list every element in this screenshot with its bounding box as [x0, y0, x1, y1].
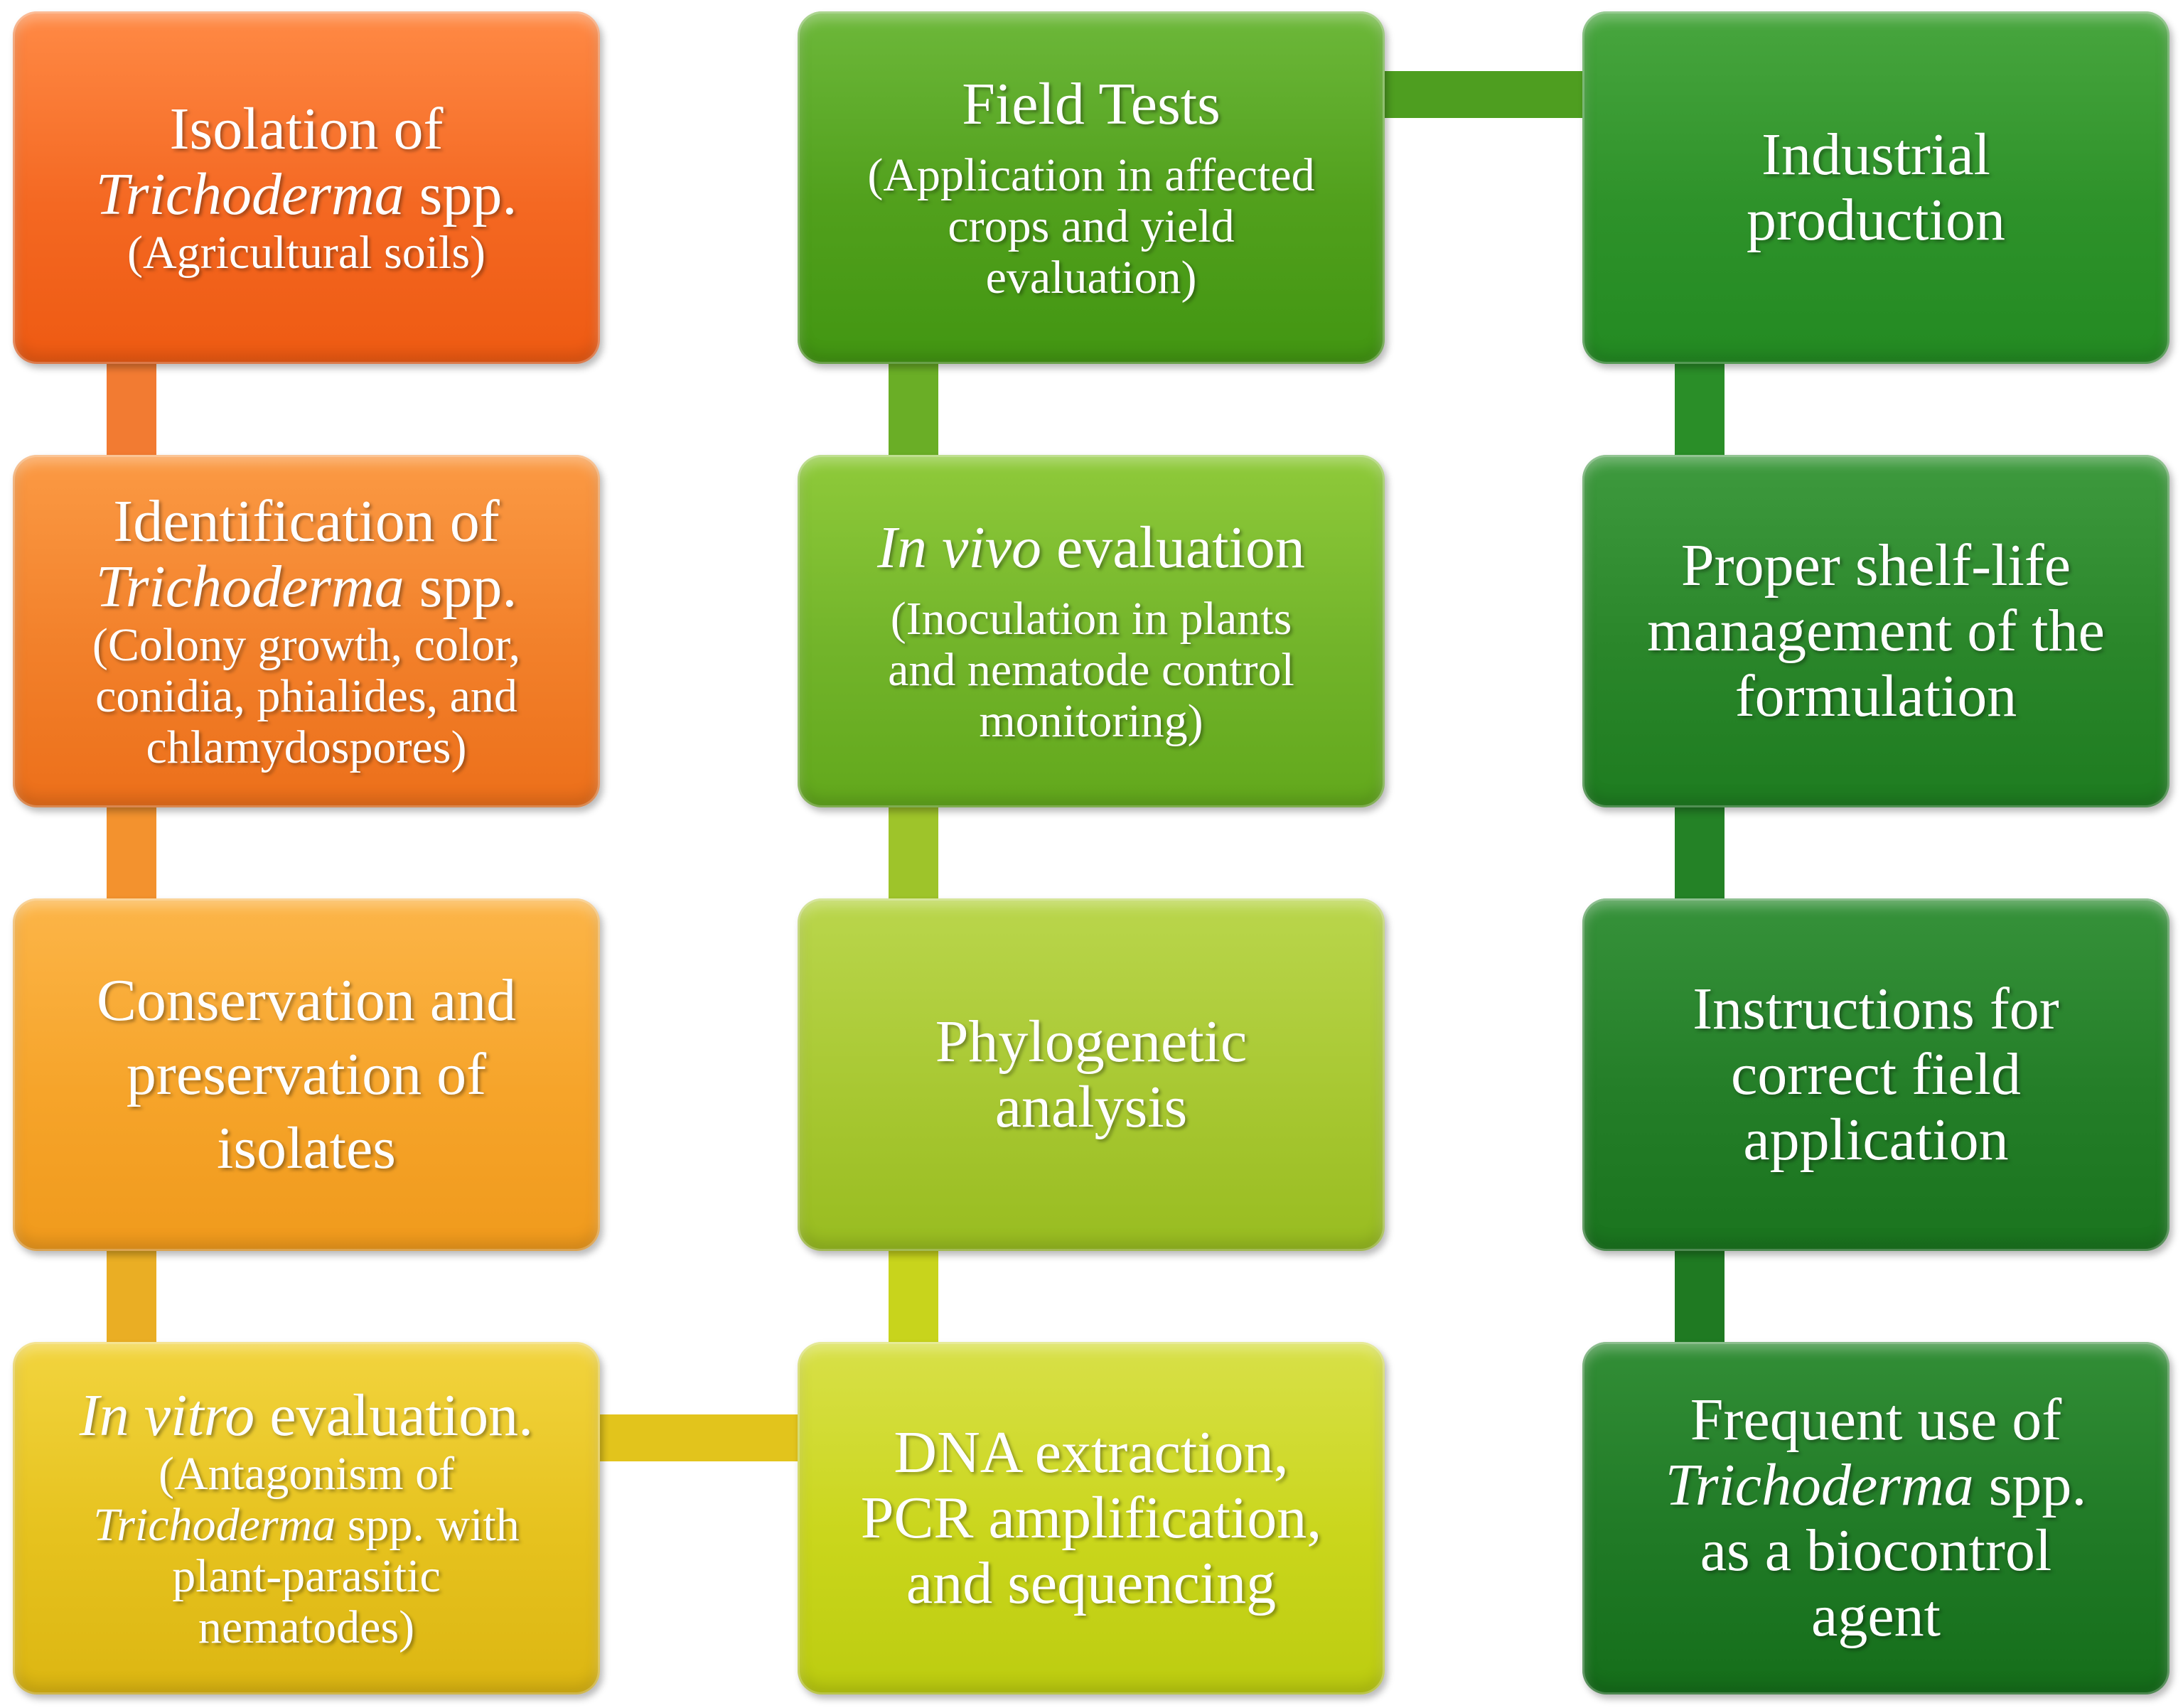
- frequent-use-spp: spp.: [1973, 1452, 2087, 1518]
- in-vivo-sub-line-1: (Inoculation in plants: [890, 593, 1292, 645]
- step-isolation: Isolation of Trichoderma spp. (Agricultu…: [13, 11, 600, 364]
- in-vitro-italic: In vitro: [79, 1382, 255, 1449]
- conservation-line-3: isolates: [217, 1115, 396, 1181]
- in-vitro-sub-line-2: Trichoderma spp. with: [93, 1500, 520, 1551]
- conservation-line-1: Conservation and: [96, 967, 517, 1033]
- connector-invivo-fieldtests: [889, 355, 938, 469]
- connector-instructions-frequentuse: [1675, 1242, 1725, 1356]
- identification-sub-line-1: (Colony growth, color,: [92, 619, 521, 671]
- in-vivo-sub-line-2: and nematode control: [888, 644, 1294, 696]
- in-vivo-sub-line-3: monitoring): [979, 695, 1203, 747]
- in-vitro-sub-line-4: nematodes): [198, 1601, 415, 1653]
- frequent-use-line-1: Frequent use of: [1690, 1387, 2062, 1453]
- in-vitro-sub-line-2-rest: spp. with: [336, 1499, 520, 1551]
- isolation-title-line-1: Isolation of: [169, 96, 444, 162]
- in-vivo-title-rest: evaluation: [1041, 515, 1305, 581]
- in-vitro-title-rest: evaluation.: [254, 1382, 534, 1449]
- isolation-genus: Trichoderma: [95, 161, 404, 227]
- step-dna-extraction: DNA extraction, PCR amplification, and s…: [798, 1342, 1385, 1694]
- identification-title-line-2: Trichoderma spp.: [96, 554, 517, 620]
- instructions-line-2: correct field: [1730, 1041, 2022, 1107]
- dna-line-3: and sequencing: [906, 1550, 1277, 1616]
- connector-isolation-identification: [107, 355, 156, 469]
- step-identification: Identification of Trichoderma spp. (Colo…: [13, 455, 600, 807]
- step-shelf-life: Proper shelf-life management of the form…: [1582, 455, 2169, 807]
- identification-sub-line-2: conidia, phialides, and: [95, 670, 517, 722]
- step-in-vitro: In vitro evaluation. (Antagonism of Tric…: [13, 1342, 600, 1694]
- connector-phylogenetic-invivo: [889, 799, 938, 913]
- in-vivo-title: In vivo evaluation: [877, 515, 1305, 581]
- connector-conservation-invitro: [107, 1242, 156, 1356]
- phylogenetic-line-1: Phylogenetic: [935, 1009, 1248, 1075]
- field-tests-title: Field Tests: [962, 71, 1221, 137]
- connector-industrial-shelflife: [1675, 355, 1725, 469]
- field-tests-sub-line-1: (Application in affected: [867, 149, 1315, 201]
- field-tests-sub-line-3: evaluation): [985, 252, 1197, 304]
- frequent-use-line-2: Trichoderma spp.: [1666, 1453, 2087, 1518]
- instructions-line-1: Instructions for: [1693, 976, 2059, 1042]
- step-industrial-production: Industrial production: [1582, 11, 2169, 364]
- step-frequent-use: Frequent use of Trichoderma spp. as a bi…: [1582, 1342, 2169, 1694]
- identification-title-line-1: Identification of: [113, 488, 500, 554]
- shelf-life-line-2: management of the: [1647, 598, 2105, 664]
- frequent-use-genus: Trichoderma: [1665, 1452, 1974, 1518]
- instructions-line-3: application: [1743, 1107, 2009, 1173]
- connector-shelflife-instructions: [1675, 799, 1725, 913]
- dna-line-1: DNA extraction,: [894, 1419, 1289, 1486]
- isolation-spp: spp.: [404, 161, 517, 227]
- step-field-tests: Field Tests (Application in affected cro…: [798, 11, 1385, 364]
- step-phylogenetic-analysis: Phylogenetic analysis: [798, 898, 1385, 1251]
- phylogenetic-line-2: analysis: [994, 1074, 1188, 1140]
- dna-line-2: PCR amplification,: [860, 1485, 1322, 1551]
- connector-dna-phylogenetic: [889, 1242, 938, 1356]
- identification-genus: Trichoderma: [95, 554, 404, 620]
- in-vitro-sub-line-1: (Antagonism of: [158, 1448, 455, 1500]
- industrial-line-2: production: [1747, 187, 2005, 253]
- isolation-subtitle: (Agricultural soils): [127, 227, 486, 279]
- step-field-instructions: Instructions for correct field applicati…: [1582, 898, 2169, 1251]
- isolation-title-line-2: Trichoderma spp.: [96, 162, 517, 227]
- connector-invitro-dna: [590, 1414, 810, 1461]
- step-in-vivo: In vivo evaluation (Inoculation in plant…: [798, 455, 1385, 807]
- connector-identification-conservation: [107, 799, 156, 913]
- step-conservation: Conservation and preservation of isolate…: [13, 898, 600, 1251]
- in-vitro-title: In vitro evaluation.: [80, 1383, 533, 1449]
- frequent-use-line-4: agent: [1811, 1583, 1941, 1649]
- frequent-use-line-3: as a biocontrol: [1700, 1518, 2052, 1584]
- in-vivo-italic: In vivo: [877, 515, 1041, 581]
- industrial-line-1: Industrial: [1761, 122, 1990, 188]
- conservation-line-2: preservation of: [126, 1041, 487, 1107]
- connector-fieldtests-industrial: [1375, 71, 1595, 118]
- field-tests-sub-line-2: crops and yield: [948, 200, 1235, 252]
- identification-spp: spp.: [404, 554, 517, 620]
- shelf-life-line-1: Proper shelf-life: [1680, 532, 2071, 598]
- in-vitro-genus: Trichoderma: [93, 1499, 336, 1551]
- in-vitro-sub-line-3: plant-parasitic: [172, 1550, 441, 1602]
- identification-sub-line-3: chlamydospores): [146, 721, 467, 773]
- shelf-life-line-3: formulation: [1734, 663, 2017, 729]
